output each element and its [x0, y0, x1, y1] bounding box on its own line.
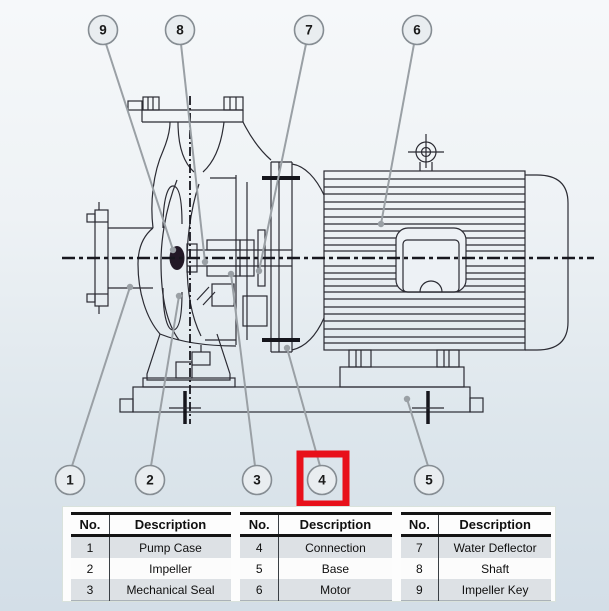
- highlight-box: [296, 450, 350, 508]
- table-row: 3 Mechanical Seal: [71, 579, 232, 601]
- table1-description-header: Description: [109, 513, 232, 537]
- part-no: 3: [71, 579, 110, 601]
- svg-text:7: 7: [305, 23, 313, 38]
- table-row: 4 Connection: [240, 535, 392, 559]
- seal-gland-bottom: [206, 265, 241, 277]
- table-row: 2 Impeller: [71, 558, 232, 580]
- part-description: Motor: [278, 579, 392, 601]
- balloons: 9 8 7 6 1 2 3: [54, 14, 445, 496]
- motor-fins: [324, 178, 525, 344]
- balloon-6[interactable]: 6: [401, 14, 433, 46]
- table-row: 7 Water Deflector: [400, 535, 551, 559]
- balloon-1[interactable]: 1: [54, 464, 86, 496]
- part-description: Base: [278, 558, 392, 580]
- part-no: 8: [400, 558, 440, 580]
- balloon-4[interactable]: 4: [306, 464, 338, 496]
- lifting-eye-bolt-icon: [408, 134, 444, 171]
- svg-text:2: 2: [146, 473, 154, 488]
- baseplate: [119, 386, 484, 424]
- table1-no-header: No.: [71, 513, 110, 537]
- part-description: Mechanical Seal: [109, 579, 232, 601]
- motor: [323, 134, 569, 388]
- part-description: Connection: [278, 535, 392, 559]
- seal-gland-top: [206, 239, 241, 251]
- balloon-5[interactable]: 5: [413, 464, 445, 496]
- part-description: Shaft: [438, 558, 551, 580]
- terminal-box: [395, 227, 467, 293]
- part-no: 4: [240, 535, 280, 559]
- svg-text:3: 3: [253, 473, 261, 488]
- table-row: 5 Base: [240, 558, 392, 580]
- part-no: 5: [240, 558, 280, 580]
- part-no: 6: [240, 579, 280, 601]
- table3-no-header: No.: [400, 513, 440, 537]
- part-description: Water Deflector: [438, 535, 551, 559]
- parts-table-2: No. Description 4 Connection 5 Base 6 Mo…: [240, 512, 392, 601]
- table3-description-header: Description: [438, 513, 551, 537]
- discharge-flange: [127, 96, 244, 123]
- parts-table-panel: No. Description 1 Pump Case 2 Impeller 3…: [62, 506, 556, 602]
- parts-table-1: No. Description 1 Pump Case 2 Impeller 3…: [71, 512, 232, 601]
- pump-casing: [137, 121, 272, 366]
- balloon-3[interactable]: 3: [241, 464, 273, 496]
- svg-text:1: 1: [66, 473, 74, 488]
- part-description: Pump Case: [109, 535, 232, 559]
- table2-no-header: No.: [240, 513, 280, 537]
- part-no: 7: [400, 535, 440, 559]
- balloon-9[interactable]: 9: [87, 14, 119, 46]
- centerlines: [62, 96, 594, 424]
- svg-text:4: 4: [318, 473, 326, 488]
- table-row: 1 Pump Case: [71, 535, 232, 559]
- part-description: Impeller Key: [438, 579, 551, 601]
- motor-feet: [339, 349, 465, 388]
- table-row: 8 Shaft: [400, 558, 551, 580]
- pump-drawing: [86, 96, 569, 424]
- parts-table-3: No. Description 7 Water Deflector 8 Shaf…: [400, 512, 551, 601]
- table-row: 6 Motor: [240, 579, 392, 601]
- svg-text:5: 5: [425, 473, 433, 488]
- motor-end-cap: [525, 174, 569, 351]
- table-row: 9 Impeller Key: [400, 579, 551, 601]
- balloon-7[interactable]: 7: [293, 14, 325, 46]
- balloon-2[interactable]: 2: [134, 464, 166, 496]
- table2-description-header: Description: [278, 513, 392, 537]
- svg-text:6: 6: [413, 23, 421, 38]
- part-description: Impeller: [109, 558, 232, 580]
- svg-text:9: 9: [99, 23, 107, 38]
- part-no: 2: [71, 558, 110, 580]
- leader-lines: [71, 43, 429, 467]
- part-no: 9: [400, 579, 440, 601]
- balloon-8[interactable]: 8: [164, 14, 196, 46]
- svg-text:8: 8: [176, 23, 184, 38]
- part-no: 1: [71, 535, 110, 559]
